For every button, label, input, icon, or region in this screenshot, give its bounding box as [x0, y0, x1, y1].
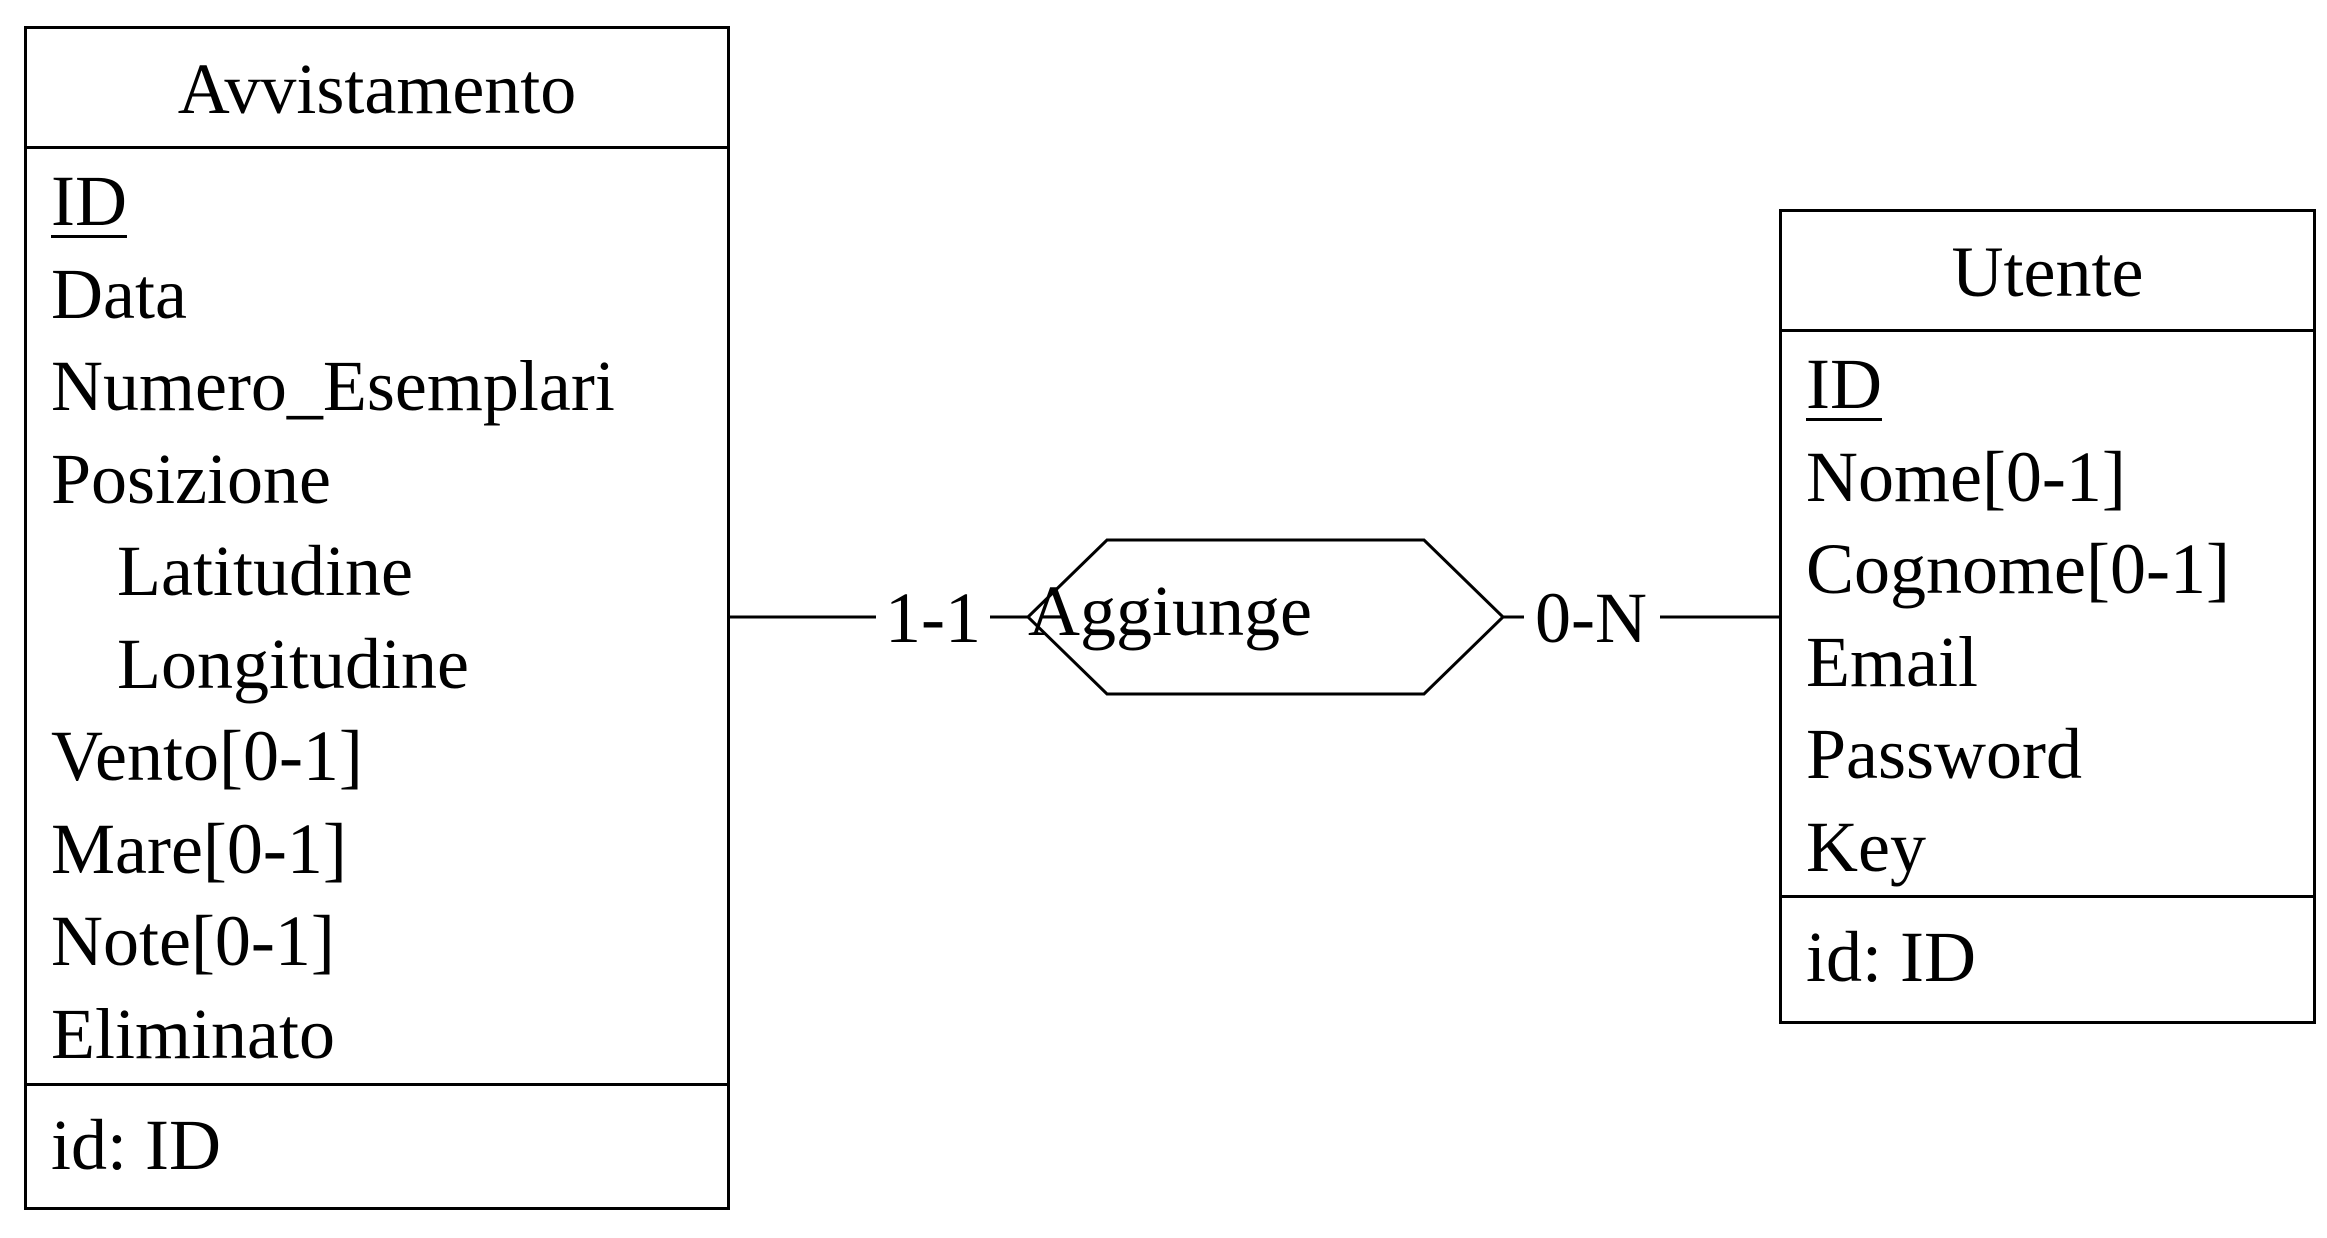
attribute[interactable]: Numero_Esemplari	[51, 346, 615, 426]
attribute[interactable]: Password	[1806, 714, 2083, 794]
key-attribute[interactable]: ID	[1806, 344, 1882, 424]
attribute[interactable]: Mare[0-1]	[51, 808, 347, 889]
cardinality-right: 0-N	[1535, 578, 1647, 658]
attribute[interactable]: Vento[0-1]	[51, 716, 363, 796]
entity-title: Avvistamento	[27, 29, 727, 149]
attribute[interactable]: Cognome[0-1]	[1806, 529, 2230, 609]
sub-attribute[interactable]: Latitudine	[117, 531, 413, 611]
cardinality-left: 1-1	[885, 578, 981, 658]
identifier-section: id: ID	[1806, 917, 1976, 997]
attribute[interactable]: Email	[1806, 621, 1978, 702]
relationship-name[interactable]: Aggiunge	[1028, 571, 1312, 651]
identifier-section: id: ID	[51, 1105, 221, 1185]
attribute[interactable]: Eliminato	[51, 993, 335, 1074]
sub-attribute[interactable]: Longitudine	[117, 623, 469, 704]
key-attribute[interactable]: ID	[51, 161, 127, 241]
attribute[interactable]: Note[0-1]	[51, 901, 335, 981]
attribute[interactable]: Nome[0-1]	[1806, 436, 2126, 517]
attribute[interactable]: Posizione	[51, 438, 331, 519]
entity-title: Utente	[1782, 212, 2313, 332]
attribute[interactable]: Data	[51, 253, 187, 334]
attribute[interactable]: Key	[1806, 806, 1926, 887]
